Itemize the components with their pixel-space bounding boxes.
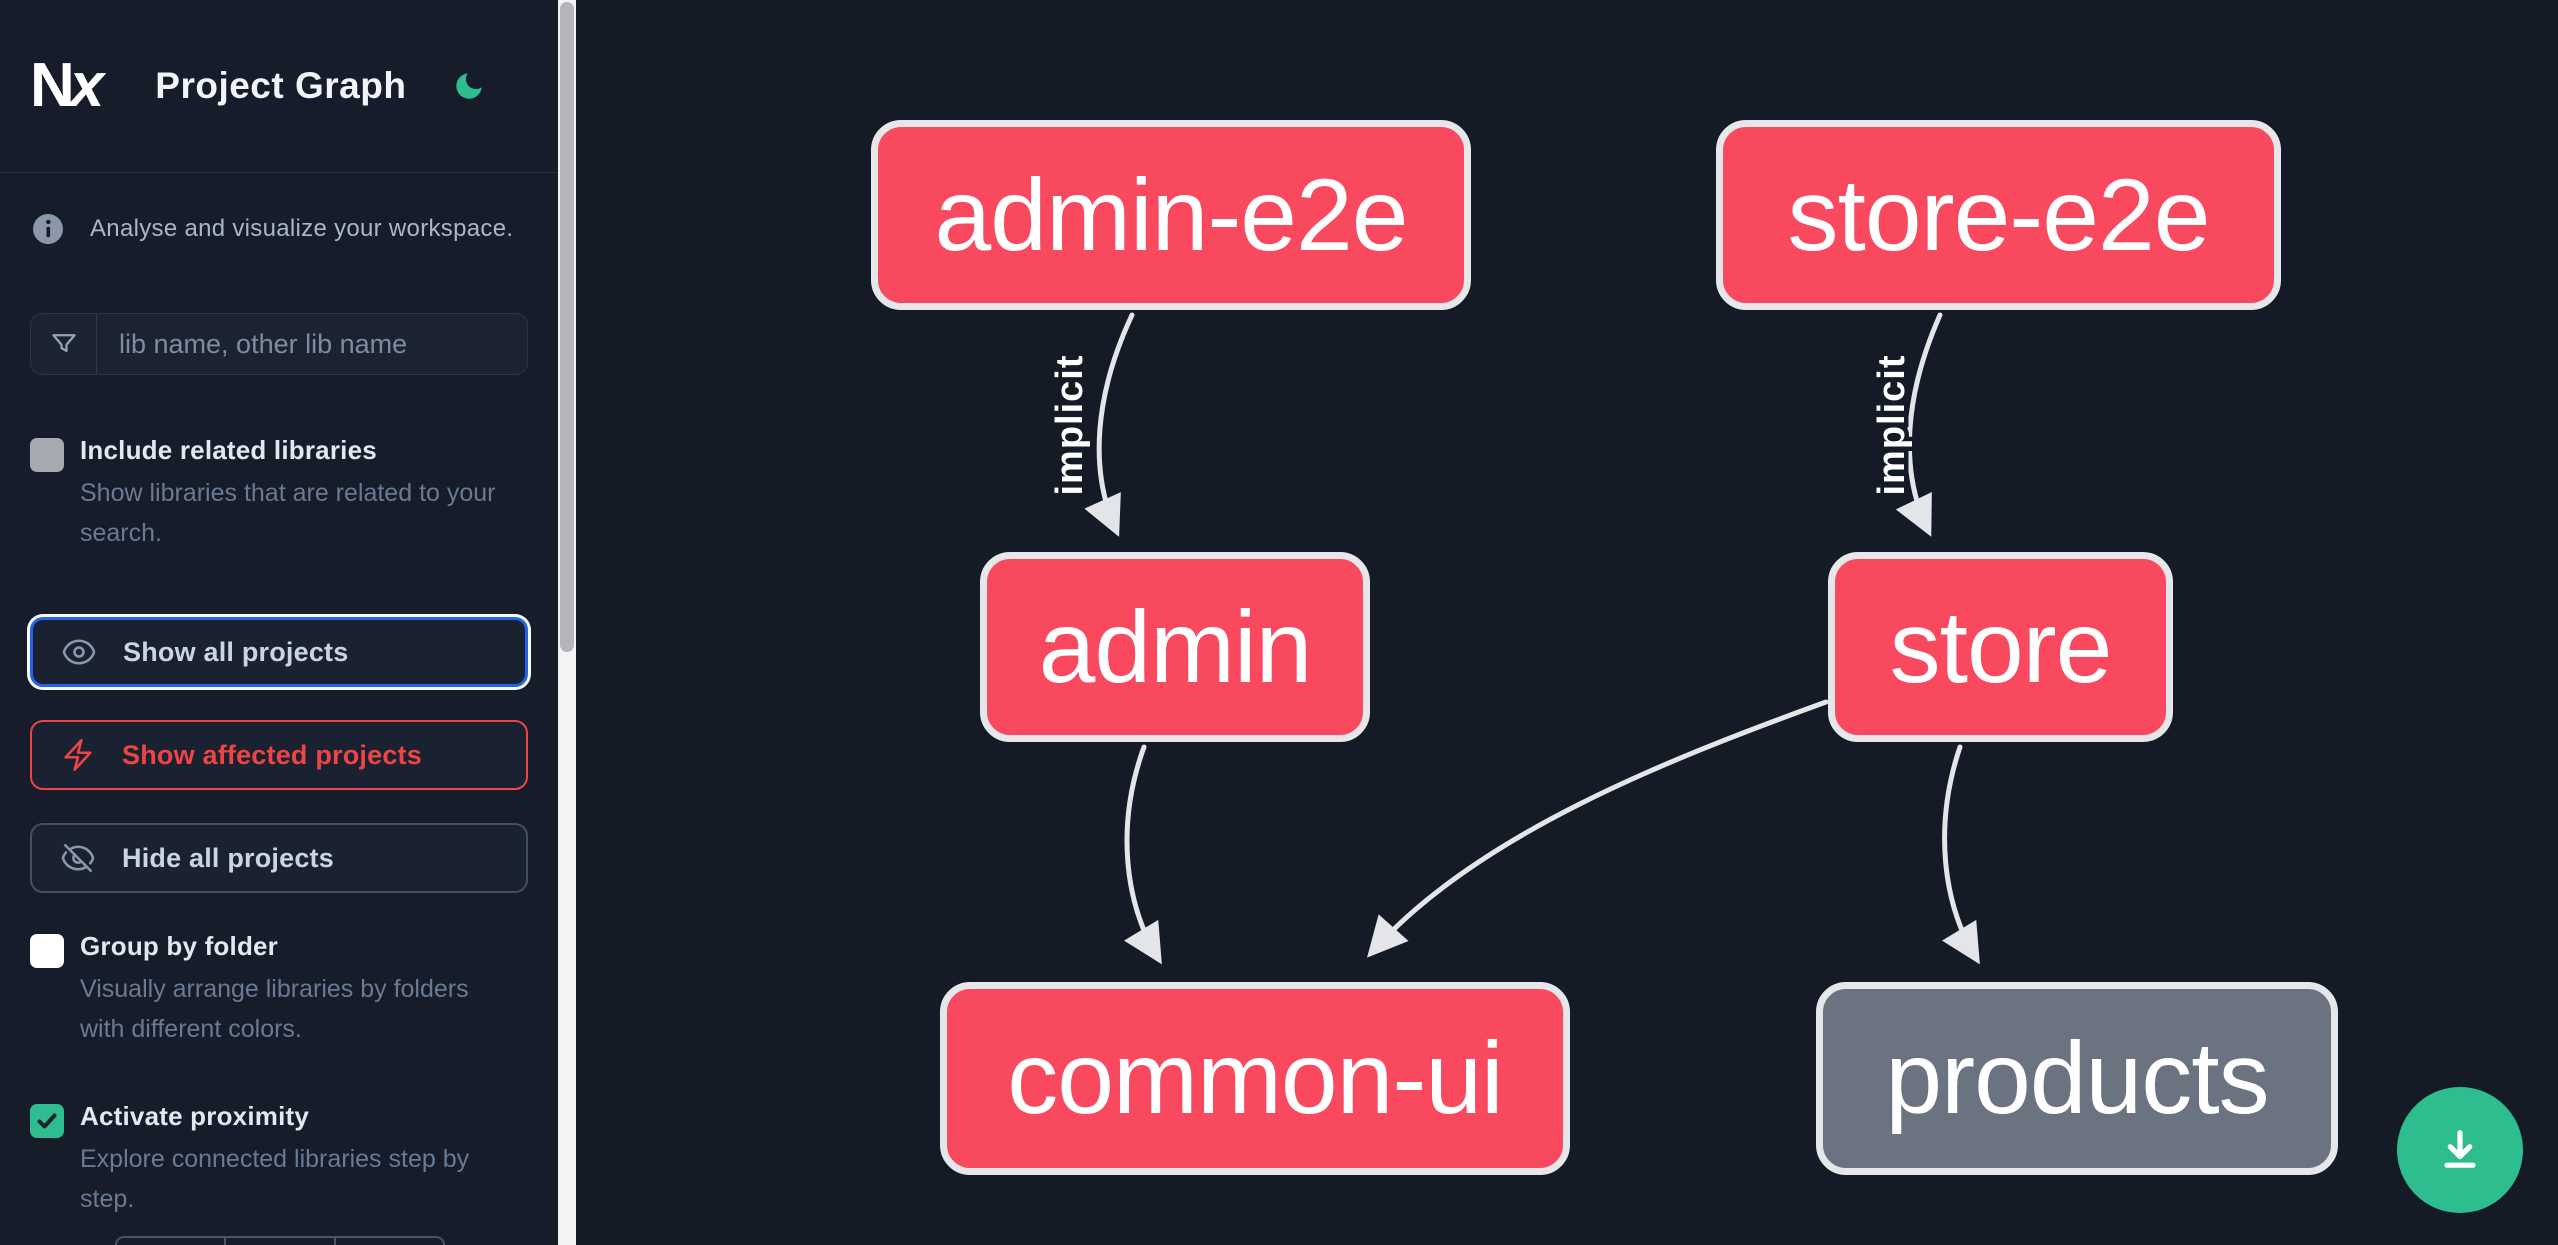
toggle-group-by-folder[interactable]: Group by folder Visually arrange librari… — [30, 931, 528, 1049]
eye-off-icon — [61, 843, 95, 873]
toggle-label: Activate proximity — [80, 1101, 310, 1131]
toggle-activate-proximity[interactable]: Activate proximity Explore connected lib… — [30, 1101, 528, 1219]
sidebar-body: Analyse and visualize your workspace. In… — [0, 211, 558, 1219]
segment[interactable] — [224, 1238, 333, 1245]
edge-store-e2e-to-store — [1895, 312, 1943, 537]
group-by-folder-checkbox[interactable] — [30, 934, 64, 968]
bolt-icon — [64, 739, 92, 771]
toggle-include-related[interactable]: Include related libraries Show libraries… — [30, 435, 528, 553]
graph-edges: implicit implicit — [1045, 312, 1980, 965]
graph-node-common-ui[interactable]: common-ui — [940, 982, 1570, 1175]
edge-admin-to-common-ui — [1124, 744, 1162, 965]
edge-label-implicit: implicit — [1871, 354, 1913, 495]
scrollbar-thumb[interactable] — [560, 2, 574, 652]
theme-toggle-button[interactable] — [452, 69, 486, 103]
sidebar: Nx Project Graph Analyse and visualize y… — [0, 0, 558, 1245]
bottom-segmented-control[interactable] — [115, 1236, 445, 1245]
download-graph-button[interactable] — [2397, 1087, 2523, 1213]
search-input[interactable] — [97, 314, 527, 374]
graph-node-admin[interactable]: admin — [980, 552, 1370, 742]
show-affected-projects-button[interactable]: Show affected projects — [30, 720, 528, 790]
toggle-label: Include related libraries — [80, 435, 377, 465]
eye-icon — [62, 639, 96, 665]
graph-node-store-e2e[interactable]: store-e2e — [1716, 120, 2281, 310]
button-label: Hide all projects — [122, 842, 334, 873]
activate-proximity-checkbox[interactable] — [30, 1104, 64, 1138]
edge-store-to-products — [1942, 744, 1980, 965]
info-icon — [33, 214, 63, 244]
graph-node-admin-e2e[interactable]: admin-e2e — [871, 120, 1471, 310]
edge-label-implicit: implicit — [1049, 354, 1091, 495]
filter-box — [30, 313, 528, 375]
include-related-checkbox[interactable] — [30, 438, 64, 472]
hide-all-projects-button[interactable]: Hide all projects — [30, 823, 528, 893]
check-icon — [37, 1113, 57, 1129]
toggle-description: Visually arrange libraries by folders wi… — [80, 975, 469, 1043]
edge-admin-e2e-to-admin — [1084, 312, 1135, 537]
graph-node-products[interactable]: products — [1816, 982, 2338, 1175]
graph-node-store[interactable]: store — [1828, 552, 2173, 742]
sidebar-scrollbar[interactable] — [558, 0, 576, 1245]
download-icon — [2444, 1130, 2476, 1168]
toggle-description: Show libraries that are related to your … — [80, 479, 496, 547]
filter-icon-cell — [31, 314, 97, 374]
sidebar-header: Nx Project Graph — [0, 0, 558, 173]
button-label: Show all projects — [123, 636, 349, 667]
intro-row: Analyse and visualize your workspace. — [30, 211, 528, 247]
graph-canvas[interactable]: implicit implicit admin-e2e store-e2e ad… — [576, 0, 2558, 1245]
toggle-label: Group by folder — [80, 931, 278, 961]
funnel-icon — [51, 334, 76, 352]
toggle-description: Explore connected libraries step by step… — [80, 1145, 470, 1213]
project-actions: Show all projects Show affected projects — [30, 617, 528, 893]
segment[interactable] — [117, 1238, 224, 1245]
show-all-projects-button[interactable]: Show all projects — [30, 617, 528, 687]
page-title: Project Graph — [155, 65, 407, 106]
edge-store-to-common-ui — [1367, 699, 1829, 958]
segment[interactable] — [333, 1238, 443, 1245]
moon-icon — [456, 73, 483, 99]
intro-text: Analyse and visualize your workspace. — [90, 215, 514, 242]
button-label: Show affected projects — [122, 739, 422, 770]
nx-logo: Nx — [30, 51, 104, 120]
